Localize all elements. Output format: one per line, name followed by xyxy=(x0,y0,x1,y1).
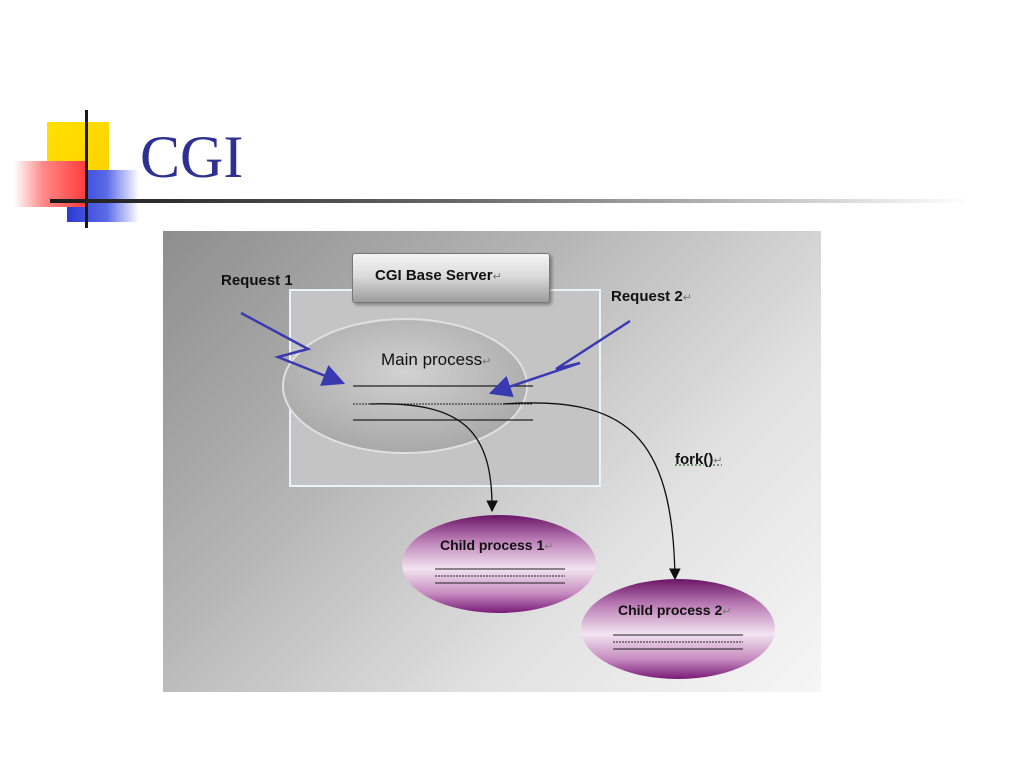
request1-arrow xyxy=(240,311,346,386)
cgi-diagram: CGI Base Server↵ Request 1 Request 2↵ Ma… xyxy=(163,231,821,692)
child-process-2-ellipse xyxy=(581,579,775,679)
paragraph-mark: ↵ xyxy=(492,271,502,283)
paragraph-mark: ↵ xyxy=(482,356,492,368)
decor-vertical-line xyxy=(85,110,88,228)
fork-arrow-child1 xyxy=(369,403,498,513)
main-process-text: Main process xyxy=(381,350,483,369)
request-2-label: Request 2↵ xyxy=(611,288,692,305)
child-process-1-label: Child process 1↵ xyxy=(440,537,553,553)
title-underline xyxy=(50,199,970,203)
request-2-text: Request 2 xyxy=(611,288,683,305)
child-process-1-text: Child process 1 xyxy=(440,537,545,553)
fork-text: fork() xyxy=(675,451,714,468)
paragraph-mark: ↵ xyxy=(544,541,554,553)
paragraph-mark: ↵ xyxy=(722,606,732,618)
cgi-base-server-box xyxy=(352,253,550,303)
request-1-label: Request 1 xyxy=(221,272,293,289)
request2-arrow xyxy=(488,319,631,398)
paragraph-mark: ↵ xyxy=(713,455,723,467)
cgi-base-server-label: CGI Base Server↵ xyxy=(375,267,502,284)
child-process-2-label: Child process 2↵ xyxy=(618,602,731,618)
fork-arrow-child2 xyxy=(502,402,681,581)
paragraph-mark: ↵ xyxy=(682,292,692,304)
child-process-2-text: Child process 2 xyxy=(618,602,723,618)
diagram-graphics xyxy=(240,289,775,679)
fork-label: fork()↵ xyxy=(675,451,723,468)
child-process-1-ellipse xyxy=(402,515,596,613)
server-label-text: CGI Base Server xyxy=(375,267,493,284)
slide-title: CGI xyxy=(140,124,244,190)
main-process-label: Main process↵ xyxy=(381,350,491,370)
